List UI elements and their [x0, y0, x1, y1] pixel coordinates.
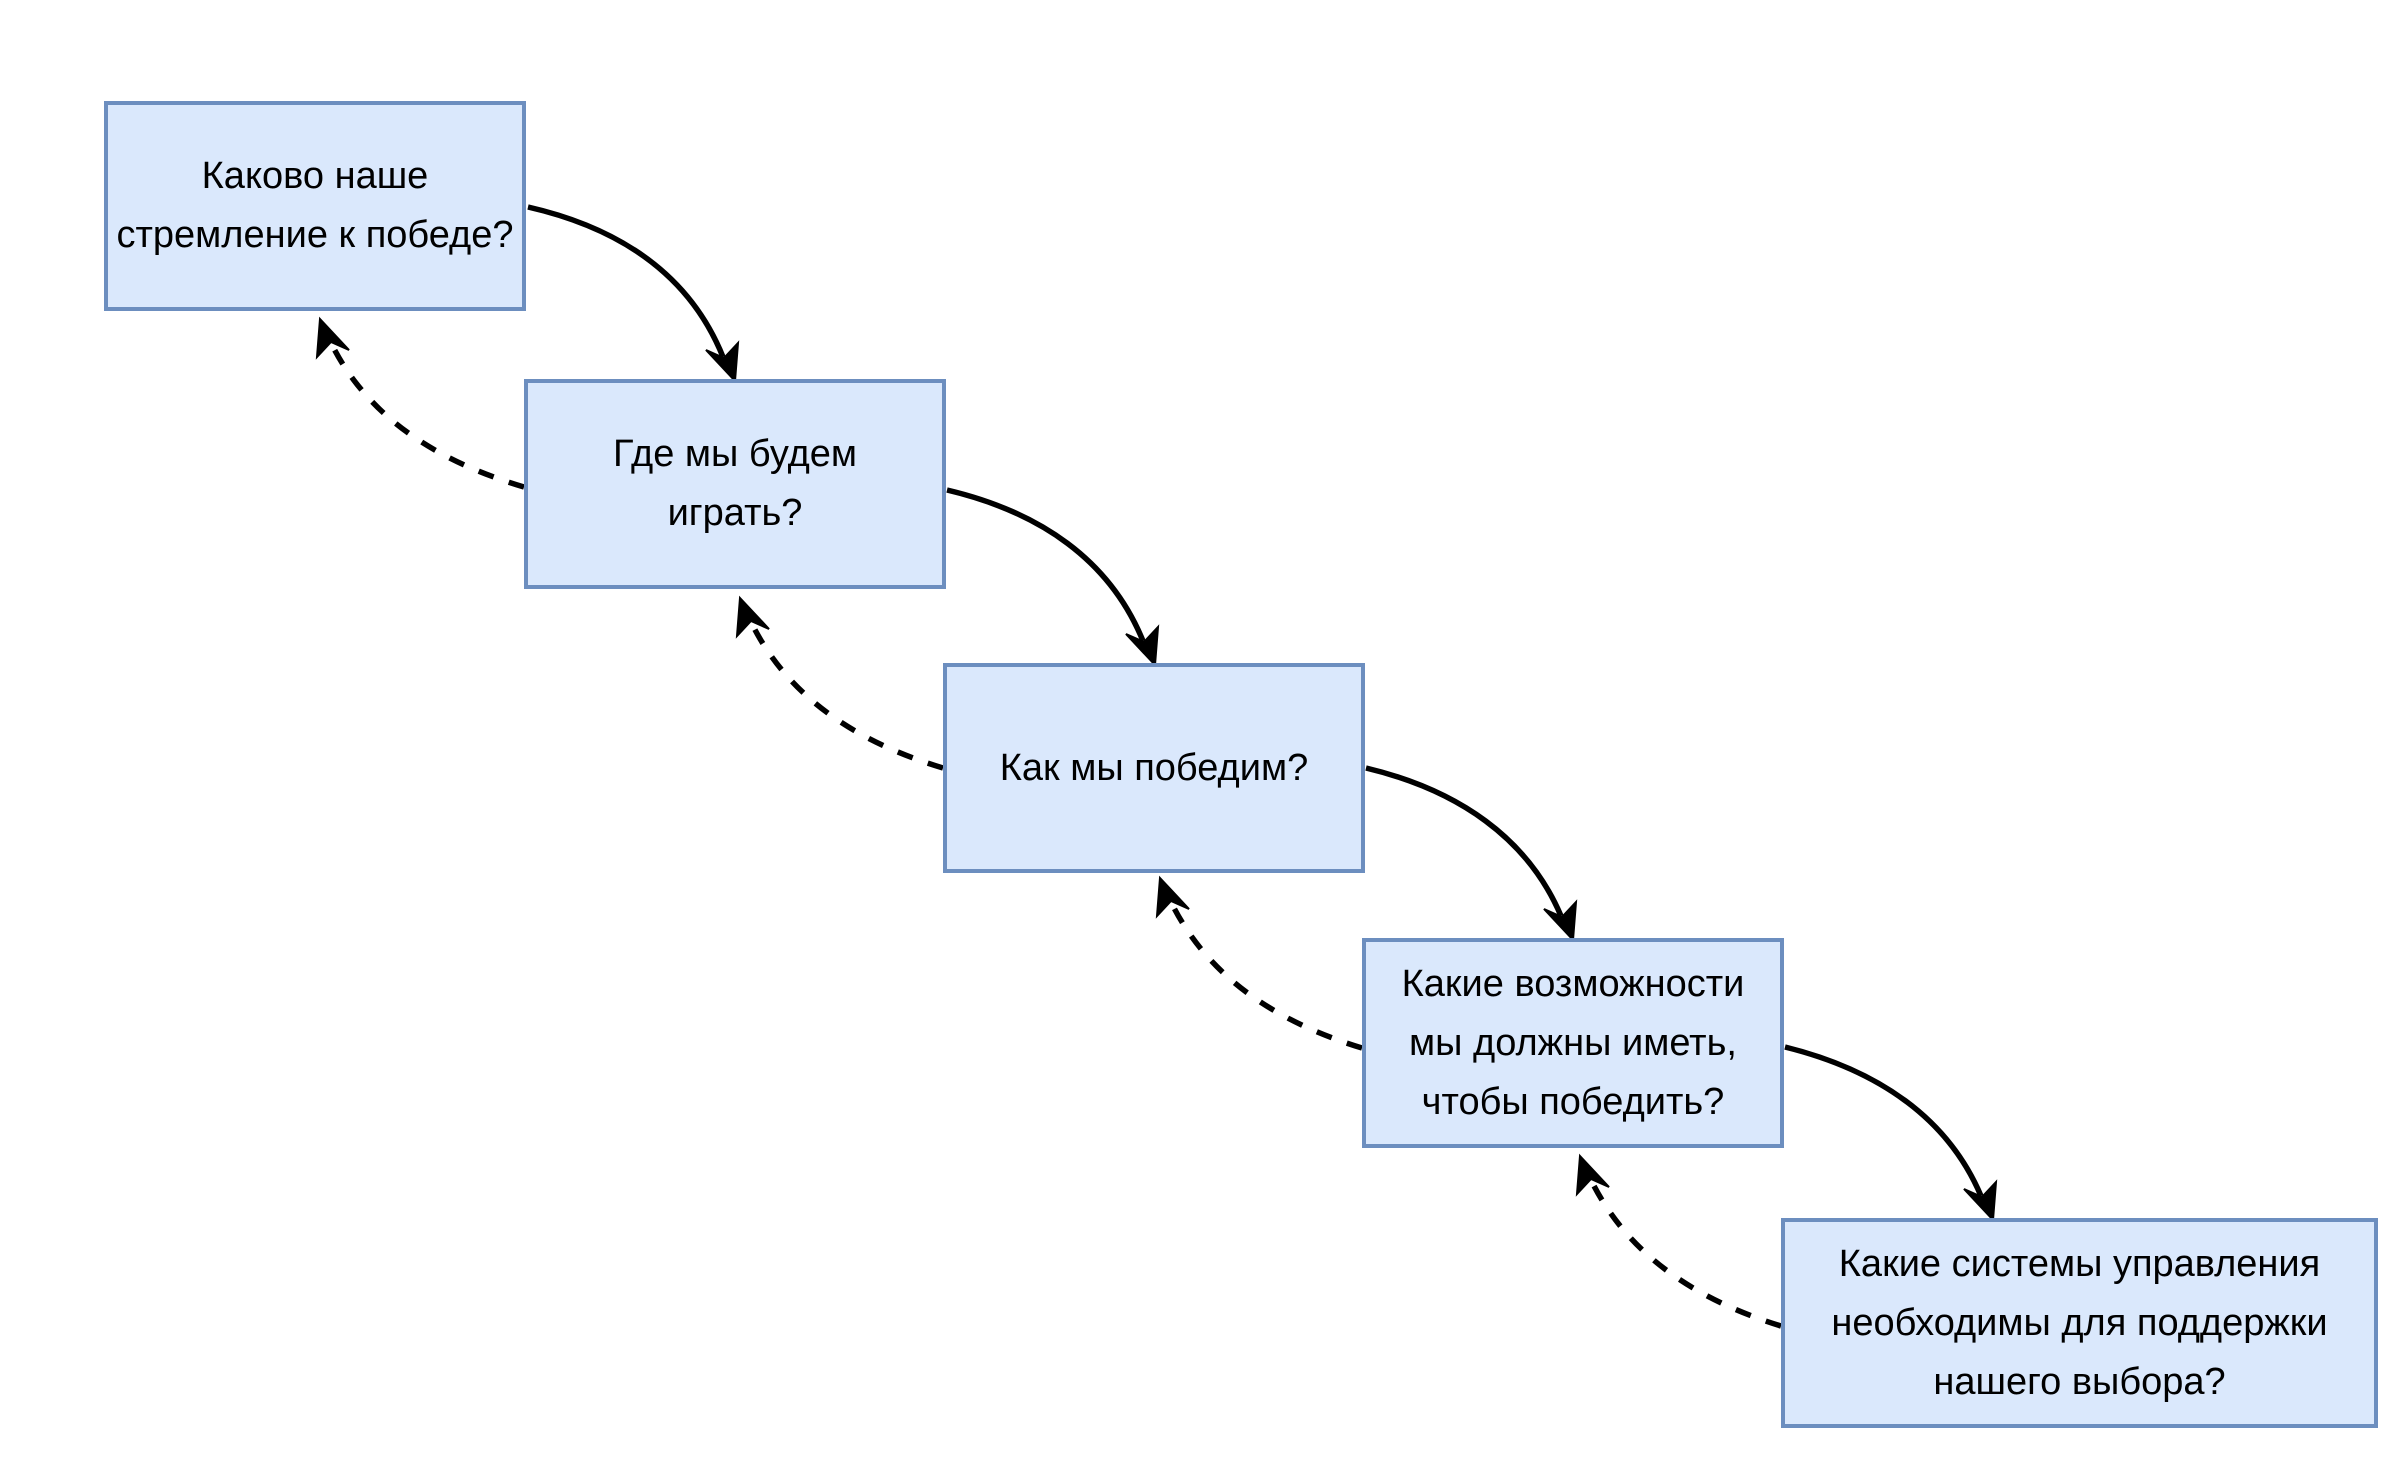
edge-node-1-to-node-2 — [527, 204, 740, 384]
node-capabilities: Какие возможности мы должны иметь, чтобы… — [1362, 938, 1784, 1148]
node-where-to-play: Где мы будем играть? — [524, 379, 946, 589]
node-management-systems: Какие системы управления необходимы для … — [1781, 1218, 2378, 1428]
node-how-to-win: Как мы победим? — [943, 663, 1365, 873]
edge-node-3-to-node-2 — [735, 595, 944, 771]
node-where-to-play-label: Где мы будем играть? — [613, 433, 857, 534]
node-management-systems-label: Какие системы управления необходимы для … — [1831, 1242, 2328, 1403]
edge-node-3-to-node-4 — [1365, 765, 1578, 943]
node-aspiration: Каково наше стремление к победе? — [104, 101, 526, 311]
edge-node-5-to-node-4 — [1575, 1153, 1782, 1329]
node-capabilities-label: Какие возможности мы должны иметь, чтобы… — [1401, 962, 1745, 1123]
edge-node-2-to-node-3 — [946, 487, 1160, 668]
edge-node-4-to-node-5 — [1784, 1044, 1998, 1223]
edge-node-4-to-node-3 — [1155, 875, 1363, 1051]
node-aspiration-label: Каково наше стремление к победе? — [116, 155, 514, 256]
edge-node-2-to-node-1 — [315, 316, 525, 490]
node-how-to-win-label: Как мы победим? — [999, 746, 1309, 789]
